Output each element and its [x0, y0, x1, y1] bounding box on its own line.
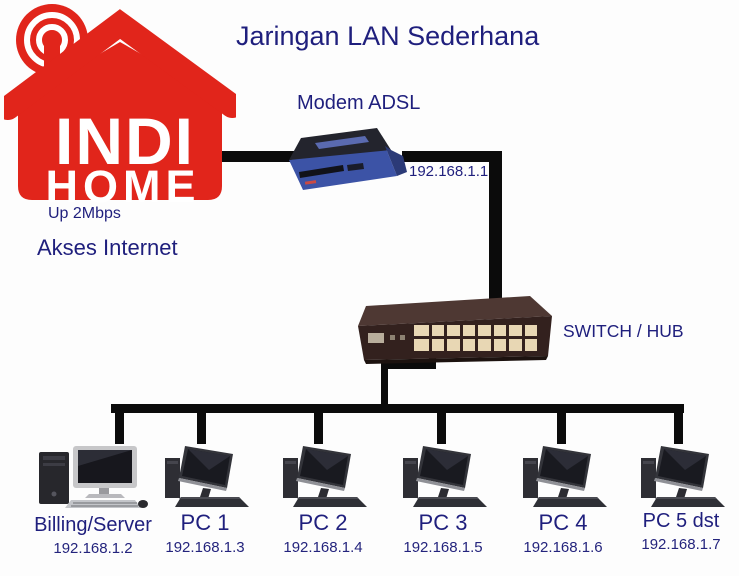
- node-pc5: PC 5 dst 192.168.1.7: [622, 444, 739, 553]
- pc-icon: [403, 446, 487, 507]
- cable-switch-to-bus-horizontal: [381, 362, 436, 369]
- node-ip: 192.168.1.7: [641, 536, 721, 553]
- node-label: PC 1: [180, 510, 230, 535]
- node-label: PC 2: [298, 510, 348, 535]
- house-icon: [4, 9, 236, 200]
- node-label: PC 3: [418, 510, 468, 535]
- node-label: Billing/Server: [34, 514, 152, 536]
- bandwidth-label: Up 2Mbps: [48, 205, 121, 222]
- drop-line-pc3: [437, 404, 446, 444]
- node-ip: 192.168.1.5: [403, 539, 483, 556]
- node-pc2: PC 2 192.168.1.4: [258, 444, 388, 556]
- node-ip: 192.168.1.6: [523, 539, 603, 556]
- logo-text-indi: INDI: [55, 104, 195, 178]
- drop-line-pc1: [197, 404, 206, 444]
- node-ip: 192.168.1.3: [165, 539, 245, 556]
- diagram-title: Jaringan LAN Sederhana: [236, 21, 540, 51]
- switch-label: SWITCH / HUB: [563, 321, 684, 341]
- drop-line-pc2: [314, 404, 323, 444]
- indihome-logo: INDI HOME: [4, 4, 236, 212]
- lan-bus-line: [111, 404, 684, 413]
- cable-switch-to-bus-vertical: [381, 362, 388, 410]
- pc-icon: [523, 446, 607, 507]
- node-pc3: PC 3 192.168.1.5: [378, 444, 508, 556]
- drop-line-billing-server: [115, 404, 124, 444]
- desktop-computer-icon: [39, 446, 148, 508]
- node-pc1: PC 1 192.168.1.3: [140, 444, 270, 556]
- modem-adsl-icon: [289, 128, 407, 190]
- modem-label: Modem ADSL: [297, 92, 421, 114]
- node-ip: 192.168.1.2: [53, 540, 133, 557]
- node-pc4: PC 4 192.168.1.6: [498, 444, 628, 556]
- node-billing-server: Billing/Server 192.168.1.2: [28, 444, 158, 557]
- internet-access-label: Akses Internet: [37, 235, 178, 260]
- modem-ip: 192.168.1.1: [409, 163, 489, 180]
- node-ip: 192.168.1.4: [283, 539, 363, 556]
- pc-icon: [165, 446, 249, 507]
- cable-modem-to-switch-vertical: [489, 151, 502, 303]
- switch-hub-icon: [358, 296, 552, 364]
- logo-text-home: HOME: [46, 161, 201, 212]
- drop-line-pc4: [557, 404, 566, 444]
- node-label: PC 5 dst: [642, 510, 720, 532]
- cable-internet-to-modem: [220, 151, 300, 162]
- cable-modem-to-switch-horizontal: [402, 151, 502, 162]
- pc-icon: [641, 446, 725, 507]
- pc-icon: [283, 446, 367, 507]
- node-label: PC 4: [538, 510, 588, 535]
- drop-line-pc5: [674, 404, 683, 444]
